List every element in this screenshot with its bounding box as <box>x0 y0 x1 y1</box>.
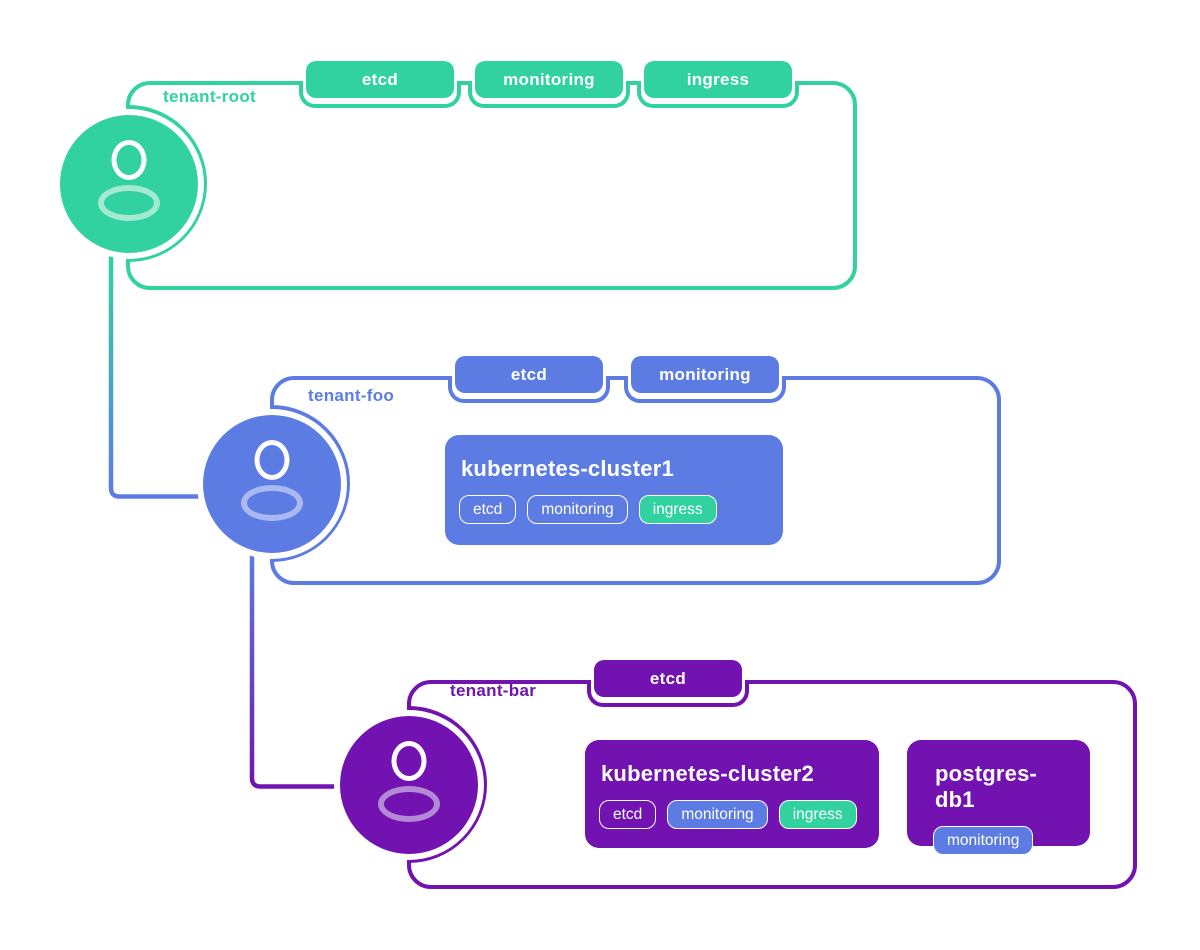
person-icon-body <box>98 185 160 221</box>
person-icon <box>203 415 341 553</box>
tenant-name-label: tenant-foo <box>308 386 395 405</box>
tenant-boundary <box>126 81 857 290</box>
person-icon <box>60 115 198 253</box>
workload-card: postgres-db1 monitoring <box>907 740 1090 855</box>
workload-tag: monitoring <box>667 800 768 829</box>
tenant-tags-row: etcd monitoring <box>448 356 786 403</box>
workload-card: kubernetes-cluster2 etcd monitoring ingr… <box>585 740 879 848</box>
workload-tag: ingress <box>778 800 857 829</box>
tag-slot: monitoring <box>468 61 630 108</box>
workload-tag: monitoring <box>933 826 1034 855</box>
tag-slot: etcd <box>448 356 610 403</box>
tag-slot: etcd <box>587 660 749 707</box>
person-icon-body <box>241 485 303 521</box>
person-icon-head <box>111 140 147 180</box>
tag-slot: etcd <box>299 61 461 108</box>
tenant-tag: etcd <box>306 61 454 98</box>
workload-title: kubernetes-cluster1 <box>461 456 674 481</box>
tag-slot: monitoring <box>624 356 786 403</box>
workload-tags-row: etcd monitoring ingress <box>459 495 769 524</box>
person-icon-head <box>254 440 290 480</box>
connector-root-to-foo <box>108 190 203 499</box>
workload-tags-row: monitoring <box>933 826 1076 855</box>
tenant-tag: etcd <box>455 356 603 393</box>
person-icon-head <box>391 741 427 781</box>
person-icon-body <box>378 786 440 822</box>
tenant-tag: etcd <box>594 660 742 697</box>
tenant-name-label: tenant-bar <box>450 681 537 700</box>
workload-tag: etcd <box>599 800 657 829</box>
tenant-name-label: tenant-root <box>163 87 257 106</box>
tag-slot: ingress <box>637 61 799 108</box>
tenant-tag: monitoring <box>475 61 623 98</box>
workload-tag: etcd <box>459 495 517 524</box>
workload-card: kubernetes-cluster1 etcd monitoring ingr… <box>445 435 783 545</box>
tenant-tag: monitoring <box>631 356 779 393</box>
tenant-tag: ingress <box>644 61 792 98</box>
tenant-tags-row: etcd monitoring ingress <box>299 61 799 108</box>
person-icon <box>340 716 478 854</box>
workload-tag: monitoring <box>527 495 628 524</box>
workload-tag: ingress <box>638 495 717 524</box>
connector-foo-to-bar <box>249 495 341 789</box>
workload-tags-row: etcd monitoring ingress <box>599 800 865 829</box>
tenant-tags-row: etcd <box>587 660 749 707</box>
workload-title: postgres-db1 <box>935 761 1038 812</box>
workload-title: kubernetes-cluster2 <box>601 761 814 786</box>
